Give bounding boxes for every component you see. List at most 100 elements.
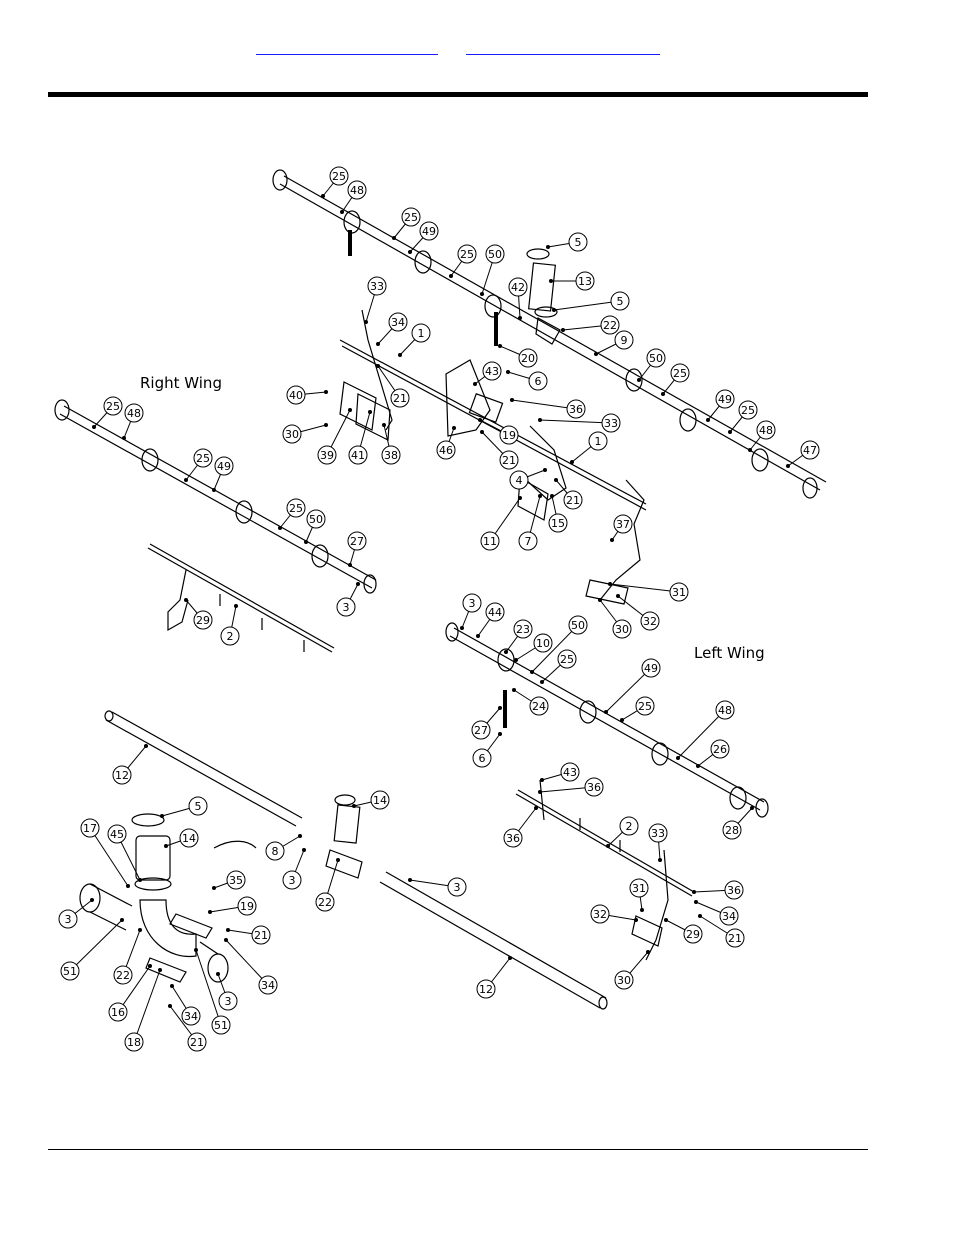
callout-arrowhead <box>598 598 602 602</box>
callout-balloon <box>265 841 285 861</box>
callout-arrowhead <box>138 928 142 932</box>
callout-39: 39 <box>317 408 352 465</box>
callout-leader <box>605 667 652 713</box>
callout-arrowhead <box>540 680 544 684</box>
callout-arrowhead <box>696 764 700 768</box>
callout-arrowhead <box>184 598 188 602</box>
callout-balloon <box>756 420 776 440</box>
callout-1: 1 <box>398 323 431 357</box>
callout-25: 25 <box>184 448 213 482</box>
callout-arrowhead <box>126 884 130 888</box>
callout-number: 42 <box>511 281 525 294</box>
diagram-artwork <box>54 169 827 1010</box>
callout-number: 5 <box>195 800 202 813</box>
left-wing-bar <box>515 779 695 961</box>
callout-balloon <box>646 348 666 368</box>
callout-balloon <box>613 514 633 534</box>
callout-arrowhead <box>508 956 512 960</box>
callout-arrowhead <box>676 756 680 760</box>
callout-number: 25 <box>106 400 120 413</box>
callout-15: 15 <box>548 494 568 533</box>
callout-31: 31 <box>608 582 689 602</box>
callout-number: 47 <box>803 444 817 457</box>
callout-arrowhead <box>538 790 542 794</box>
callout-22: 22 <box>561 315 620 335</box>
parts-diagram: Right Wing Left Wing 2548254925505134253… <box>54 166 827 1052</box>
callout-number: 34 <box>722 910 736 923</box>
callout-34: 34 <box>376 312 408 346</box>
callout-number: 48 <box>127 407 141 420</box>
callout-leader <box>69 919 123 972</box>
callout-number: 43 <box>563 766 577 779</box>
callout-number: 51 <box>214 1019 228 1032</box>
callout-arrowhead <box>324 423 328 427</box>
callout-number: 39 <box>320 449 334 462</box>
callout-number: 1 <box>595 435 602 448</box>
callout-balloon <box>80 818 100 838</box>
callout-number: 21 <box>393 392 407 405</box>
callout-4: 4 <box>509 468 547 490</box>
callout-number: 3 <box>469 597 476 610</box>
callout-number: 51 <box>63 965 77 978</box>
callout-balloon <box>722 820 742 840</box>
callout-balloon <box>237 896 257 916</box>
callout-balloon <box>600 315 620 335</box>
top-link-1[interactable] <box>256 38 438 55</box>
callout-11: 11 <box>480 496 522 551</box>
callout-balloon <box>447 877 467 897</box>
callout-leader <box>677 709 726 759</box>
callout-balloon <box>193 610 213 630</box>
callout-3: 3 <box>58 898 94 929</box>
callout-36: 36 <box>503 806 538 848</box>
callout-number: 1 <box>418 327 425 340</box>
callout-number: 13 <box>578 275 592 288</box>
callout-number: 12 <box>115 769 129 782</box>
callout-arrowhead <box>170 984 174 988</box>
callout-arrowhead <box>122 436 126 440</box>
callout-balloon <box>669 582 689 602</box>
callout-41: 41 <box>348 410 372 465</box>
callout-balloon <box>614 970 634 990</box>
callout-arrowhead <box>184 478 188 482</box>
callout-3: 3 <box>460 593 482 630</box>
callout-number: 31 <box>672 586 686 599</box>
callout-arrowhead <box>224 938 228 942</box>
callout-7: 7 <box>518 494 542 551</box>
callout-arrowhead <box>164 844 168 848</box>
callout-balloon <box>58 909 78 929</box>
callout-balloon <box>411 323 431 343</box>
callout-number: 41 <box>351 449 365 462</box>
callout-number: 44 <box>488 606 502 619</box>
callout-arrowhead <box>664 918 668 922</box>
callout-44: 44 <box>476 602 505 638</box>
callout-17: 17 <box>80 818 130 888</box>
callout-balloon <box>715 700 735 720</box>
callout-49: 49 <box>408 221 439 254</box>
top-link-2[interactable] <box>466 38 660 55</box>
callout-33: 33 <box>364 276 387 324</box>
callout-number: 49 <box>217 460 231 473</box>
callout-arrowhead <box>570 460 574 464</box>
callout-27: 27 <box>471 706 502 740</box>
callout-number: 5 <box>575 236 582 249</box>
callout-leader <box>609 583 680 593</box>
callout-balloon <box>508 277 528 297</box>
callout-number: 19 <box>502 429 516 442</box>
callout-35: 35 <box>212 870 246 890</box>
callout-19: 19 <box>208 896 257 916</box>
callout-balloon <box>619 816 639 836</box>
callout-8: 8 <box>265 834 302 861</box>
callout-balloon <box>329 166 349 186</box>
callout-balloon <box>60 961 80 981</box>
callout-21: 21 <box>480 430 519 470</box>
callout-34: 34 <box>694 900 739 926</box>
callout-number: 40 <box>289 389 303 402</box>
callout-32: 32 <box>590 904 638 924</box>
callout-number: 14 <box>373 794 387 807</box>
callout-number: 3 <box>454 881 461 894</box>
callout-number: 22 <box>116 969 130 982</box>
callout-arrowhead <box>408 878 412 882</box>
callout-number: 38 <box>384 449 398 462</box>
callout-balloon <box>725 928 745 948</box>
